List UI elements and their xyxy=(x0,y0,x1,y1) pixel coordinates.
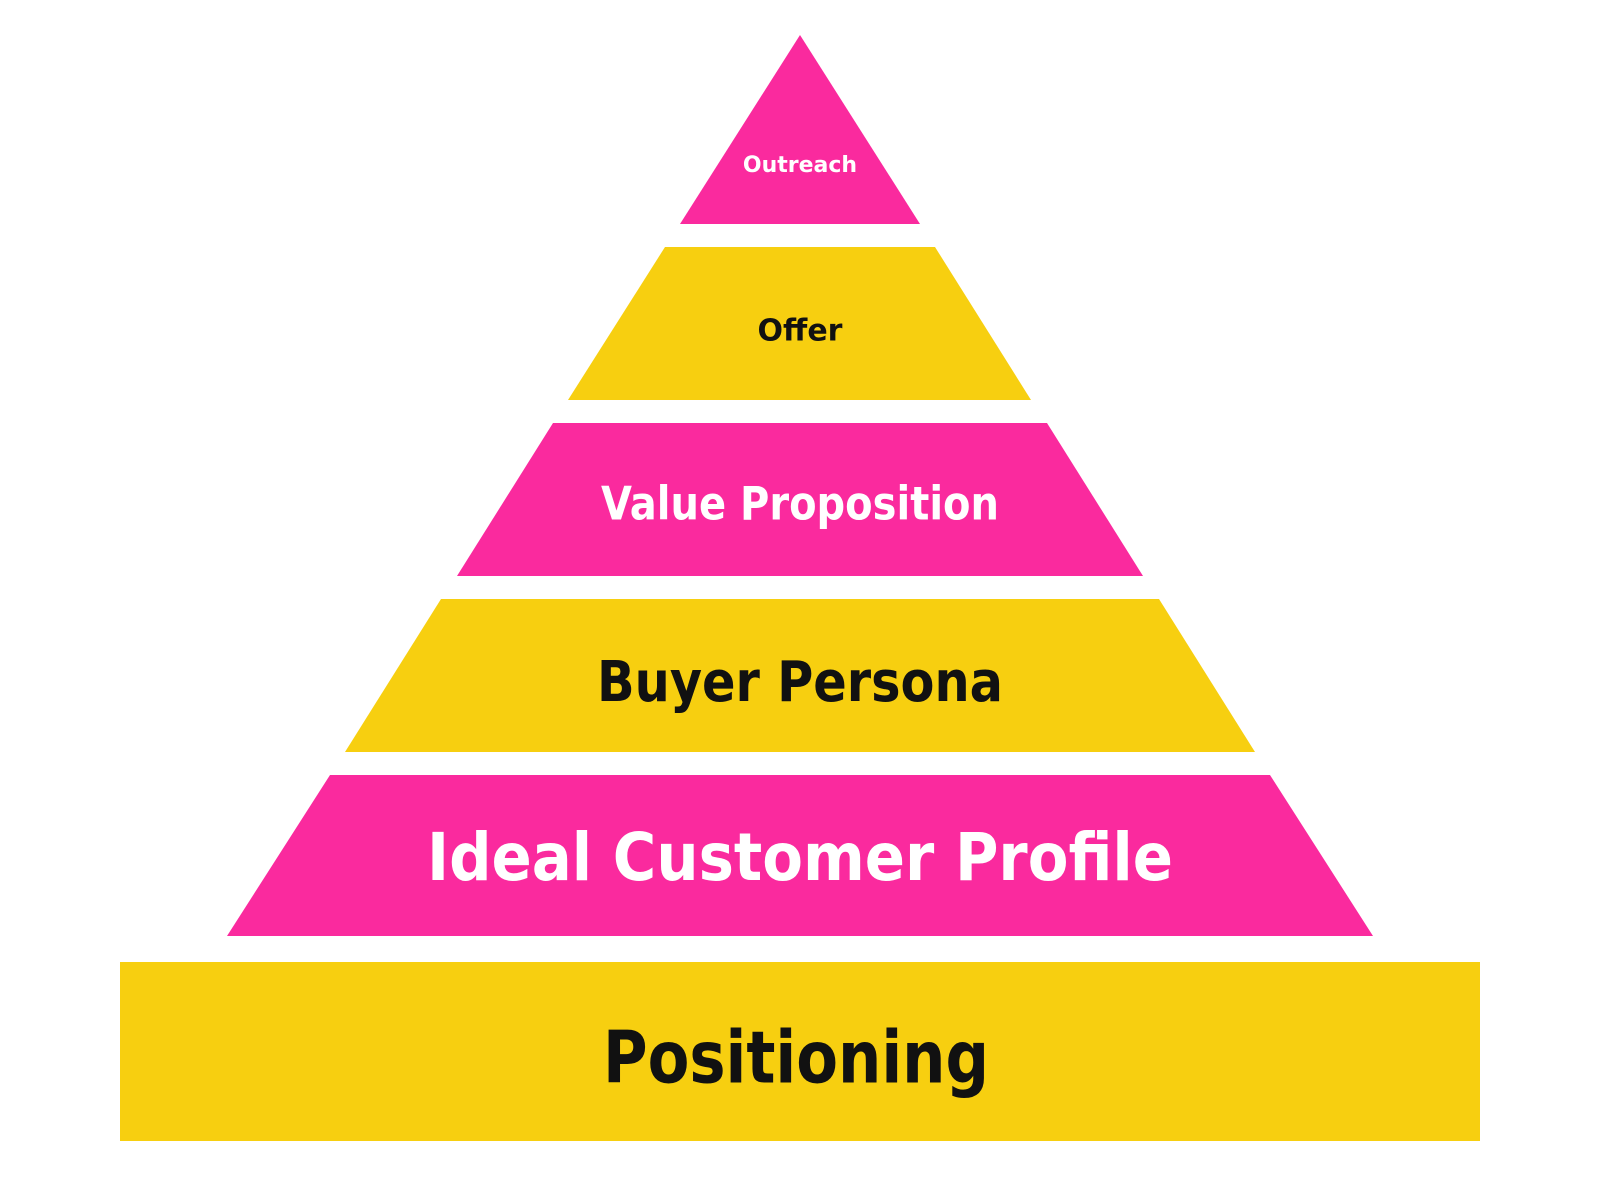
tier-outreach-label: Outreach xyxy=(743,153,857,178)
tier-ideal-customer-profile-label: Ideal Customer Profile xyxy=(427,819,1173,896)
tier-positioning-shape xyxy=(120,962,1480,1141)
tier-buyer-persona: Buyer Persona xyxy=(345,599,1255,752)
tier-value-proposition: Value Proposition xyxy=(457,423,1143,576)
tier-outreach-shape xyxy=(680,35,920,224)
tier-buyer-persona-shape xyxy=(345,599,1255,752)
tier-positioning-label: Positioning xyxy=(603,1016,989,1100)
tier-offer-shape xyxy=(568,247,1031,400)
tier-offer: Offer xyxy=(568,247,1031,400)
tier-ideal-customer-profile: Ideal Customer Profile xyxy=(227,775,1373,936)
tier-buyer-persona-label: Buyer Persona xyxy=(597,650,1003,715)
tier-ideal-customer-profile-shape xyxy=(227,775,1373,936)
tier-positioning: Positioning xyxy=(120,962,1480,1141)
tier-offer-label: Offer xyxy=(758,314,843,349)
tier-value-proposition-shape xyxy=(457,423,1143,576)
tier-outreach: Outreach xyxy=(680,35,920,224)
tier-value-proposition-label: Value Proposition xyxy=(601,477,999,531)
